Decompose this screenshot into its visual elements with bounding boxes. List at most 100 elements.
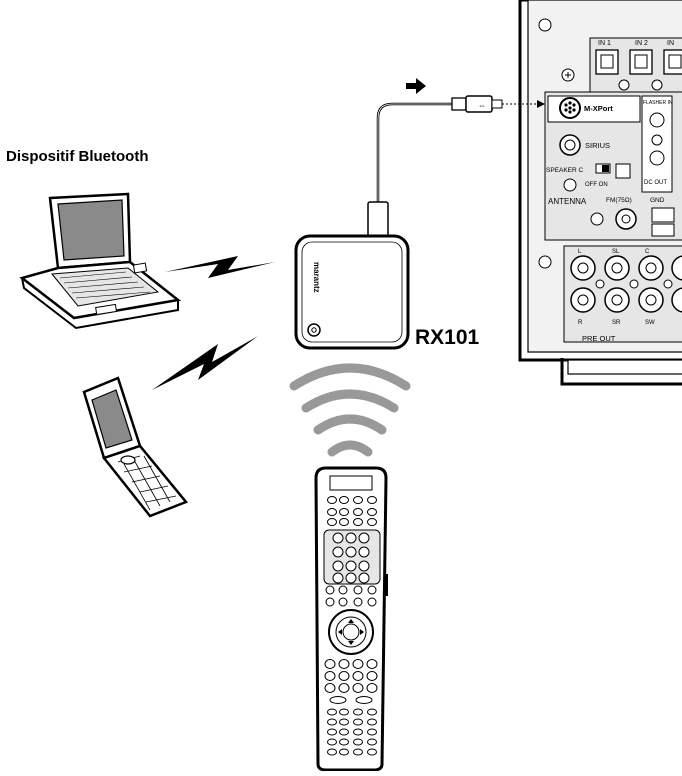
remote-button [353, 738, 363, 746]
remote-dpad [328, 609, 374, 655]
remote-button [352, 659, 364, 669]
speaker-c-label: SPEAKER C [546, 167, 584, 174]
remote-button [332, 572, 344, 584]
remote-button [324, 659, 336, 669]
m-xport-jack [559, 97, 581, 119]
preout-label-sr: SR [612, 320, 621, 326]
remote-button [339, 728, 349, 736]
remote-button [353, 496, 363, 504]
sirius-jack [559, 134, 581, 156]
rx101-label: RX101 [415, 326, 480, 349]
preout-label-sw: SW [645, 320, 655, 326]
remote-button [366, 683, 378, 693]
remote-button [353, 718, 363, 726]
remote-button [353, 708, 363, 716]
remote-button [327, 748, 337, 756]
input-label-3: IN [667, 40, 674, 47]
input-label-1: IN 1 [598, 40, 611, 47]
remote-button [353, 585, 363, 595]
remote-button [358, 532, 370, 544]
remote-button [329, 696, 347, 704]
remote-button [352, 671, 364, 681]
remote-button [339, 518, 349, 526]
remote-button [325, 597, 335, 607]
remote-button [355, 696, 373, 704]
preout-label-l: L [578, 249, 582, 255]
remote-button [358, 572, 370, 584]
antenna-label: ANTENNA [548, 197, 587, 206]
preout-label-sl: SL [612, 249, 620, 255]
remote-button [345, 572, 357, 584]
remote-button [332, 546, 344, 558]
remote-button [358, 560, 370, 572]
remote-button [324, 671, 336, 681]
wireless-signal-icon [152, 256, 275, 390]
dc-out-label: DC OUT [644, 180, 667, 186]
remote-button [367, 518, 377, 526]
remote-button [367, 708, 377, 716]
sirius-label: SIRIUS [585, 141, 610, 150]
remote-button [338, 671, 350, 681]
remote-button [367, 718, 377, 726]
remote-button [339, 496, 349, 504]
remote-button [367, 728, 377, 736]
rx101-receiver: marantz [294, 234, 410, 350]
m-xport-cable: ⇔ [367, 95, 545, 239]
remote-button [339, 708, 349, 716]
direction-arrow-icon [406, 78, 426, 94]
remote-button [327, 738, 337, 746]
remote-button [353, 508, 363, 516]
remote-button [327, 718, 337, 726]
remote-button [327, 518, 337, 526]
bluetooth-device-label: Dispositif Bluetooth [6, 148, 149, 165]
remote-button [338, 597, 348, 607]
remote-button [339, 718, 349, 726]
remote-control [314, 466, 388, 772]
remote-button [353, 728, 363, 736]
remote-button [339, 748, 349, 756]
remote-button [332, 560, 344, 572]
input-label-2: IN 2 [635, 40, 648, 47]
remote-button [324, 683, 336, 693]
ir-signal-waves-icon [289, 363, 411, 457]
flasher-label: FLASHER IN [643, 100, 673, 106]
remote-button [345, 532, 357, 544]
remote-button [366, 671, 378, 681]
remote-button [358, 546, 370, 558]
remote-button [345, 546, 357, 558]
pre-out-label: PRE OUT [582, 334, 616, 343]
remote-button [366, 659, 378, 669]
remote-button [339, 738, 349, 746]
remote-button [367, 738, 377, 746]
gnd-label: GND [650, 197, 665, 204]
remote-button [367, 508, 377, 516]
remote-button [338, 659, 350, 669]
optical-input-jacks [595, 49, 682, 91]
preout-label-r: R [578, 320, 583, 326]
remote-button [367, 748, 377, 756]
remote-button [367, 496, 377, 504]
preout-rca-jacks [570, 255, 682, 313]
remote-button [332, 532, 344, 544]
remote-button [352, 683, 364, 693]
off-on-label: OFF ON [585, 182, 608, 188]
remote-button [327, 708, 337, 716]
remote-button [367, 585, 377, 595]
laptop [19, 192, 181, 330]
remote-button [325, 585, 335, 595]
remote-button [353, 518, 363, 526]
remote-button [338, 683, 350, 693]
receiver-brand: marantz [312, 262, 321, 293]
remote-button [345, 560, 357, 572]
amplifier-rear-panel: IN 1 IN 2 IN M-XPort SIRIUS [518, 0, 682, 386]
remote-button [339, 508, 349, 516]
remote-button [327, 496, 337, 504]
remote-button [367, 597, 377, 607]
fm-label: FM(75Ω) [606, 197, 632, 204]
mobile-phone [82, 376, 189, 518]
remote-button [353, 748, 363, 756]
remote-button [327, 728, 337, 736]
remote-button [353, 597, 363, 607]
remote-button [327, 508, 337, 516]
